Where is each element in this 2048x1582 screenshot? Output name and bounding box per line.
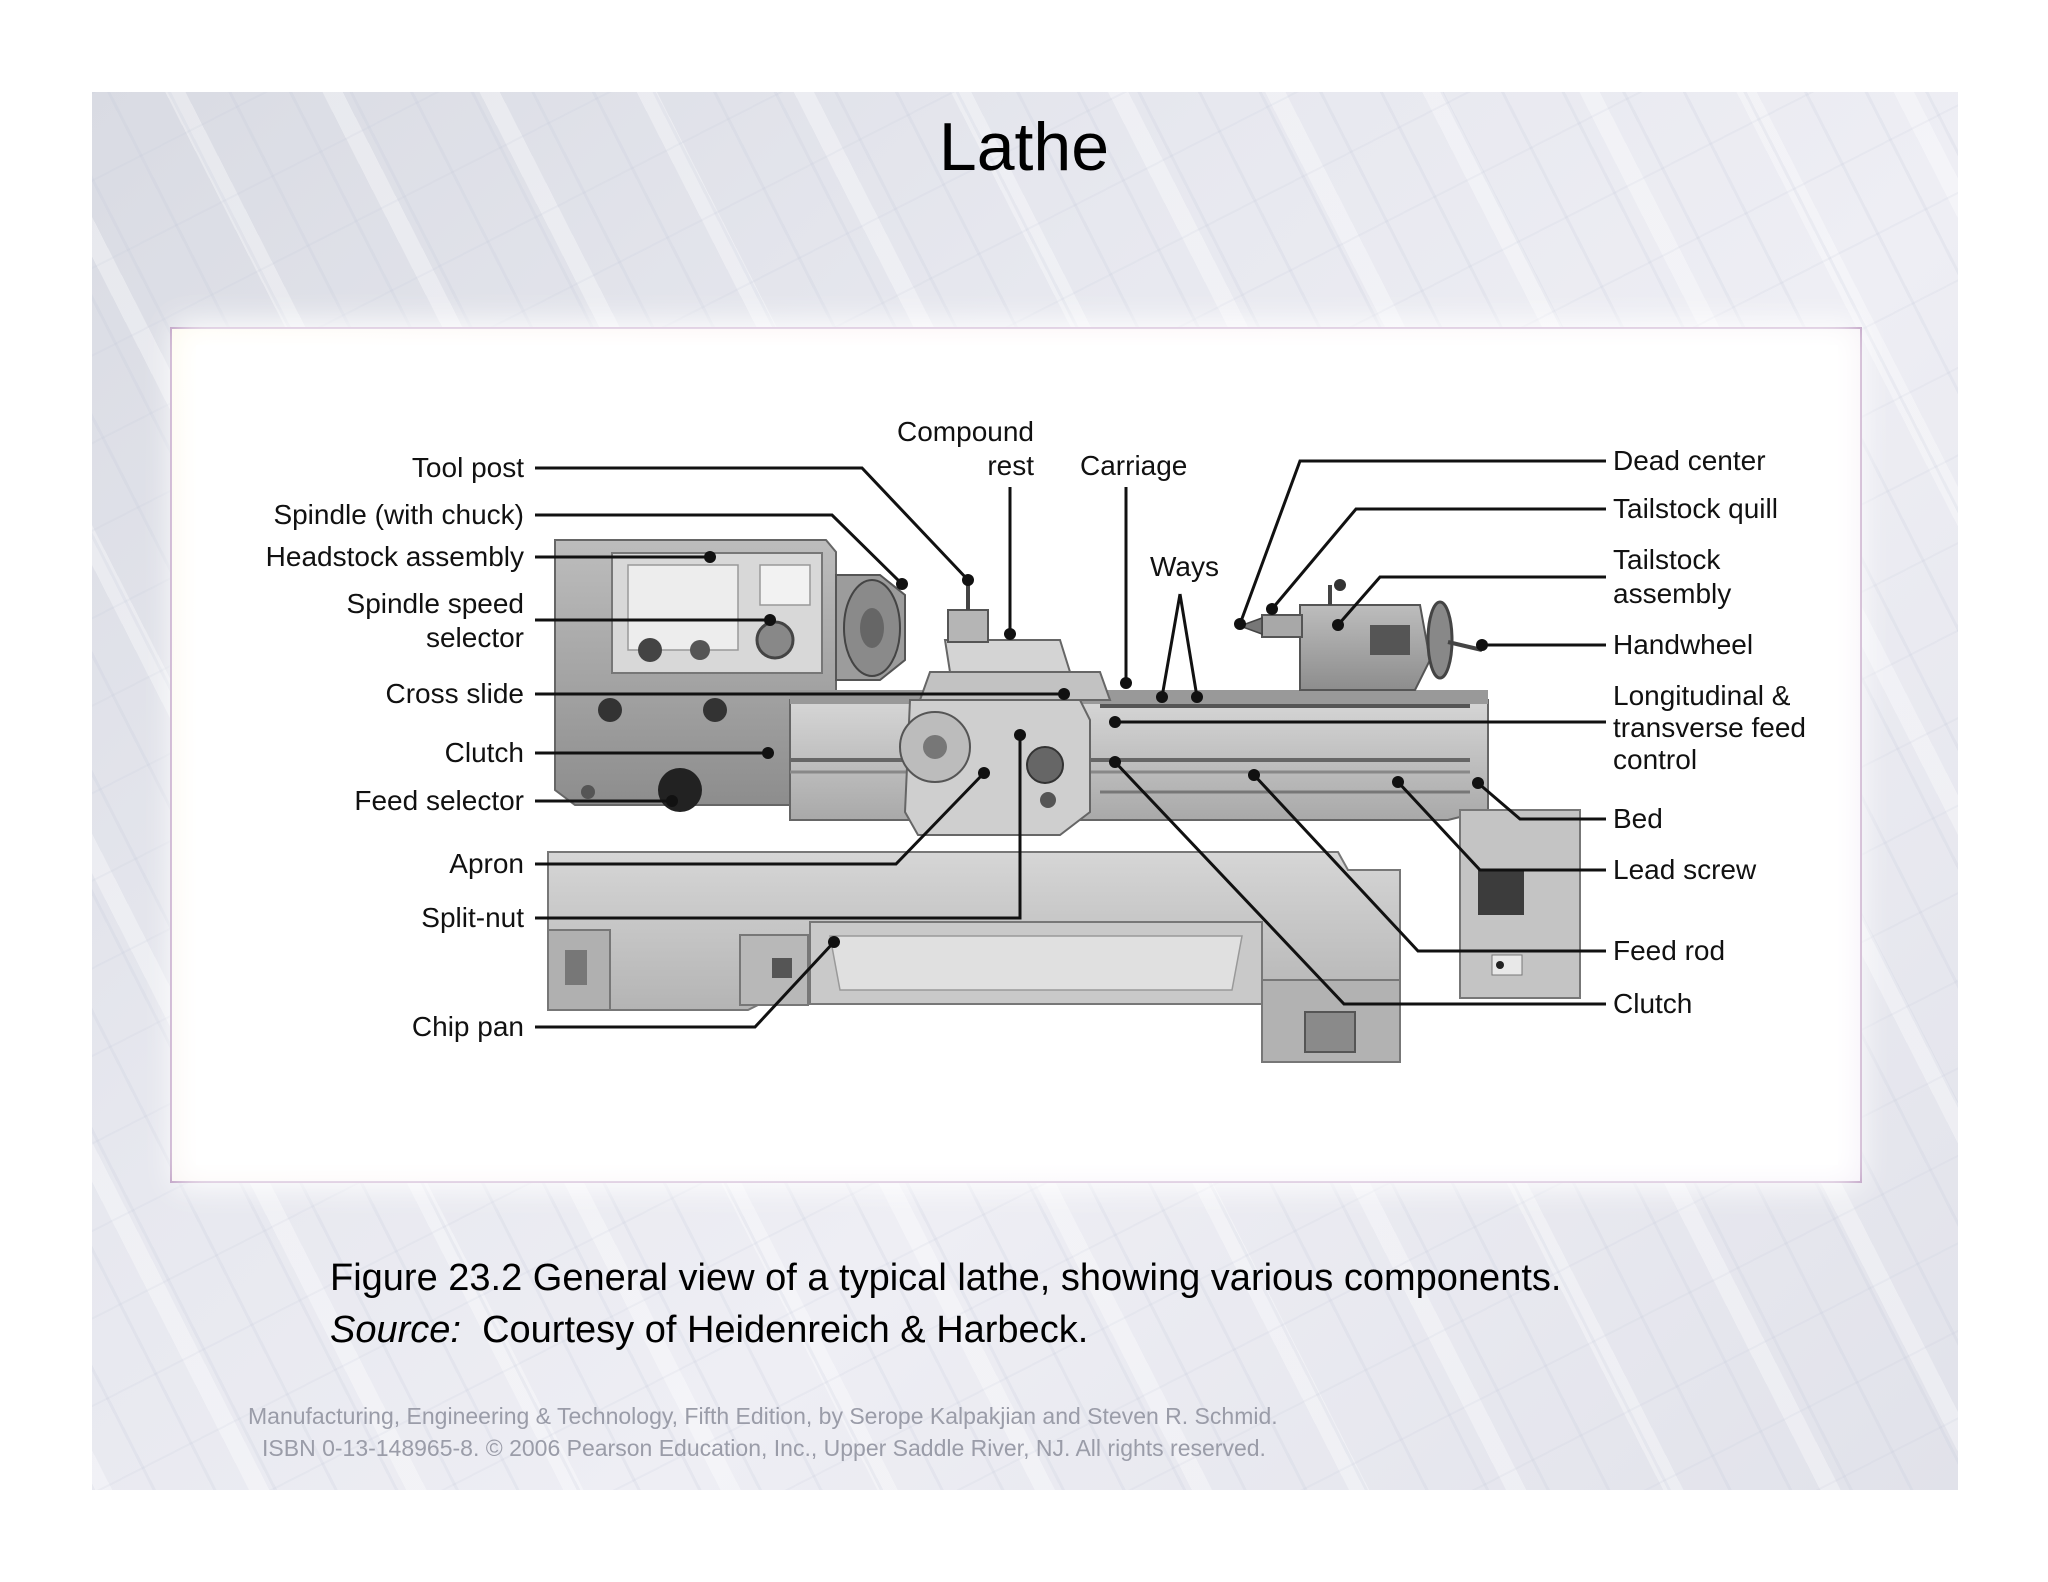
endpoint-lead-screw bbox=[1392, 776, 1404, 788]
endpoint-tailstock-quill bbox=[1266, 603, 1278, 615]
tailstock-quill-shape bbox=[1261, 614, 1303, 638]
label-ways: Ways bbox=[1150, 551, 1219, 582]
caption-line: Figure 23.2 General view of a typical la… bbox=[330, 1257, 1562, 1299]
leader-tailstock bbox=[1336, 575, 1606, 626]
label-tool-post: Tool post bbox=[411, 452, 524, 483]
caption-source: Source: Courtesy of Heidenreich & Harbec… bbox=[330, 1304, 1561, 1356]
label-lead-screw: Lead screw bbox=[1613, 854, 1757, 885]
endpoint-ways-2 bbox=[1191, 691, 1203, 703]
label-clutch-left: Clutch bbox=[444, 737, 524, 768]
footer-line-2: ISBN 0-13-148965-8. © 2006 Pearson Educa… bbox=[262, 1435, 1266, 1461]
label-spindle: Spindle (with chuck) bbox=[273, 499, 524, 530]
label-handwheel: Handwheel bbox=[1613, 629, 1754, 660]
endpoint-headstock bbox=[704, 551, 716, 563]
label-transverse-feed: transverse feed bbox=[1613, 712, 1806, 743]
label-dead-center: Dead center bbox=[1613, 445, 1766, 476]
saddle-shape bbox=[918, 671, 1112, 701]
endpoint-longitudinal bbox=[1109, 716, 1121, 728]
copyright-footer: Manufacturing, Engineering & Technology,… bbox=[248, 1400, 1278, 1464]
caption-source-text: Courtesy of Heidenreich & Harbeck. bbox=[460, 1309, 1089, 1351]
leader-lines bbox=[535, 459, 1606, 1029]
leader-lead-screw bbox=[1396, 780, 1606, 872]
label-carriage: Carriage bbox=[1080, 450, 1188, 481]
leader-feed-rod bbox=[1252, 773, 1606, 953]
label-tailstock-assembly: assembly bbox=[1613, 578, 1732, 609]
label-headstock-assembly: Headstock assembly bbox=[265, 541, 524, 572]
endpoint-bed bbox=[1472, 777, 1484, 789]
tailstock-shape bbox=[1299, 604, 1432, 691]
label-tailstock: Tailstock bbox=[1613, 544, 1721, 575]
leader-endpoints bbox=[666, 551, 1488, 948]
endpoint-clutch-right bbox=[1109, 756, 1121, 768]
leader-spindle bbox=[535, 513, 904, 586]
footer-line-1: Manufacturing, Engineering & Technology,… bbox=[248, 1403, 1278, 1429]
endpoint-apron bbox=[978, 767, 990, 779]
leader-chip-pan bbox=[535, 940, 836, 1029]
label-compound: Compound bbox=[897, 416, 1034, 447]
endpoint-tailstock bbox=[1332, 619, 1344, 631]
tool-post-shape bbox=[947, 609, 989, 643]
endpoint-feed-selector bbox=[666, 795, 678, 807]
endpoint-tool-post bbox=[962, 574, 974, 586]
endpoint-cross-slide bbox=[1058, 688, 1070, 700]
label-split-nut: Split-nut bbox=[421, 902, 524, 933]
leader-tailstock-quill bbox=[1270, 507, 1606, 610]
endpoint-handwheel bbox=[1476, 639, 1488, 651]
leader-dead-center bbox=[1238, 459, 1606, 625]
label-cross-slide: Cross slide bbox=[385, 678, 524, 709]
label-feed-rod: Feed rod bbox=[1613, 935, 1726, 966]
leader-tool-post bbox=[535, 466, 970, 582]
leader-ways bbox=[1160, 593, 1199, 698]
label-spindle-speed-selector: selector bbox=[425, 622, 524, 653]
endpoint-compound bbox=[1004, 628, 1016, 640]
endpoint-ways-1 bbox=[1156, 691, 1168, 703]
leader-split-nut bbox=[535, 735, 1022, 920]
label-apron: Apron bbox=[449, 848, 524, 879]
endpoint-carriage bbox=[1120, 677, 1132, 689]
label-feed-selector: Feed selector bbox=[354, 785, 524, 816]
endpoint-split-nut bbox=[1014, 729, 1026, 741]
figure-caption: Figure 23.2 General view of a typical la… bbox=[330, 1252, 1561, 1356]
endpoint-feed-rod bbox=[1248, 769, 1260, 781]
label-chip-pan: Chip pan bbox=[411, 1011, 524, 1042]
endpoint-dead-center bbox=[1234, 618, 1246, 630]
leader-bed bbox=[1477, 781, 1606, 821]
endpoint-spindle bbox=[896, 578, 908, 590]
label-control: control bbox=[1613, 744, 1698, 775]
leader-clutch-right bbox=[1113, 760, 1606, 1006]
label-spindle-speed: Spindle speed bbox=[346, 588, 524, 619]
leader-apron bbox=[535, 771, 986, 866]
label-tailstock-quill: Tailstock quill bbox=[1613, 493, 1778, 524]
label-clutch-right: Clutch bbox=[1613, 988, 1693, 1019]
dead-center-shape bbox=[1237, 616, 1263, 636]
caption-source-label: Source: bbox=[330, 1309, 461, 1351]
lathe-machine-illustration bbox=[547, 539, 1581, 1063]
label-longitudinal: Longitudinal & bbox=[1613, 680, 1791, 711]
endpoint-chip-pan bbox=[828, 936, 840, 948]
slide-title: Lathe bbox=[938, 109, 1110, 185]
label-compound-rest: rest bbox=[987, 450, 1034, 481]
handwheel-shape bbox=[1426, 600, 1454, 680]
compound-rest-shape bbox=[943, 639, 1072, 673]
label-bed: Bed bbox=[1613, 803, 1663, 834]
endpoint-spindle-speed bbox=[764, 614, 776, 626]
endpoint-clutch-left bbox=[762, 747, 774, 759]
